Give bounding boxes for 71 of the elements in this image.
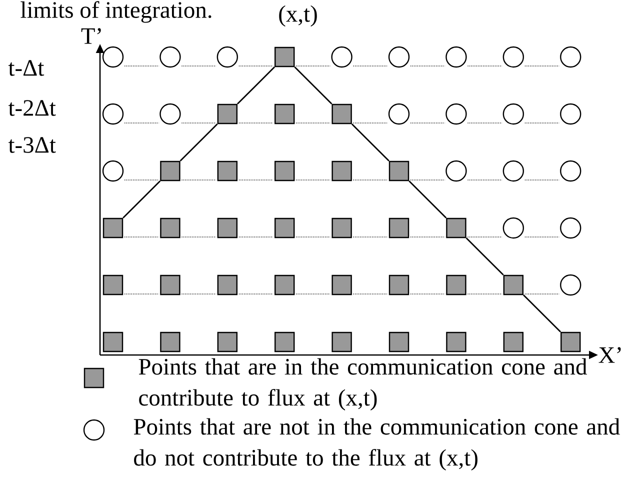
- grid-point-square: [503, 332, 524, 352]
- grid-point-square: [102, 332, 124, 352]
- grid-point-square: [388, 274, 410, 296]
- grid-point-square: [446, 274, 466, 296]
- grid-point-square: [388, 160, 410, 182]
- grid-point-circle: [560, 217, 582, 239]
- grid-point-square: [217, 274, 238, 296]
- grid-point-circle: [560, 103, 582, 125]
- cone-line: [408, 180, 447, 218]
- cone-line: [237, 66, 275, 104]
- grid-point-square: [388, 218, 410, 238]
- grid-point-square: [217, 160, 238, 182]
- tick-label: t-Δt: [8, 60, 44, 76]
- grid-point-square: [160, 274, 180, 296]
- grid-point-square: [446, 332, 466, 352]
- grid-point-circle: [502, 103, 524, 125]
- grid-point-square: [332, 104, 352, 124]
- grid-point-square: [274, 104, 295, 124]
- cone-line: [523, 294, 561, 332]
- grid-point-square: [274, 332, 295, 352]
- legend-text: Points that are not in the communication cone and do not contribute to the flux at (x,t): [134, 418, 620, 470]
- grid-point-square: [217, 218, 238, 238]
- grid-point-circle: [446, 160, 467, 182]
- grid-point-square: [274, 46, 295, 68]
- grid-point-square: [332, 218, 352, 238]
- grid-point-circle: [102, 160, 124, 182]
- grid-point-circle: [102, 103, 124, 125]
- grid-point-circle: [560, 160, 582, 182]
- grid-point-square: [274, 218, 295, 238]
- grid-point-circle: [102, 46, 124, 68]
- cone-line: [294, 66, 332, 104]
- grid-point-circle: [160, 46, 181, 68]
- grid-point-square: [160, 332, 180, 352]
- grid-point-square: [102, 274, 124, 296]
- grid-point-square: [332, 160, 352, 182]
- grid-point-square: [503, 274, 524, 296]
- grid-point-square: [102, 218, 124, 238]
- cone-line: [180, 124, 218, 162]
- grid-point-square: [560, 332, 581, 352]
- cone-line: [122, 180, 161, 218]
- grid-point-circle: [502, 160, 524, 182]
- grid-point-square: [274, 274, 295, 296]
- grid-point-circle: [388, 103, 410, 125]
- grid-point-circle: [502, 217, 524, 239]
- grid-point-square: [388, 332, 410, 352]
- cone-line: [466, 238, 504, 276]
- tick-label: t-2Δt: [8, 100, 56, 116]
- grid-point-square: [446, 218, 466, 238]
- grid-point-circle: [216, 46, 238, 68]
- grid-point-square: [332, 274, 352, 296]
- grid-point-square: [217, 332, 238, 352]
- axis-label: X’: [598, 347, 621, 363]
- grid-point-circle: [160, 103, 181, 125]
- grid-point-circle: [388, 46, 410, 68]
- grid-point-square: [160, 160, 180, 182]
- cone-line: [351, 124, 390, 162]
- tick-label: t-3Δt: [8, 137, 56, 153]
- grid-point-circle: [446, 46, 467, 68]
- grid-point-circle: [331, 46, 352, 68]
- grid-point-circle: [560, 46, 582, 68]
- grid-point-circle: [446, 103, 467, 125]
- grid-point-square: [160, 218, 180, 238]
- legend-text: Points that are in the communication cone and contribute to flux at (x,t): [138, 358, 587, 410]
- grid-point-square: [332, 332, 352, 352]
- grid-point-square: [217, 104, 238, 124]
- point-label: (x,t): [279, 5, 317, 27]
- grid-point-circle: [502, 46, 524, 68]
- grid-point-square: [274, 160, 295, 182]
- grid-point-circle: [560, 274, 582, 296]
- axis-label: T’: [81, 28, 101, 44]
- caption-text: limits of integration.: [20, 1, 212, 23]
